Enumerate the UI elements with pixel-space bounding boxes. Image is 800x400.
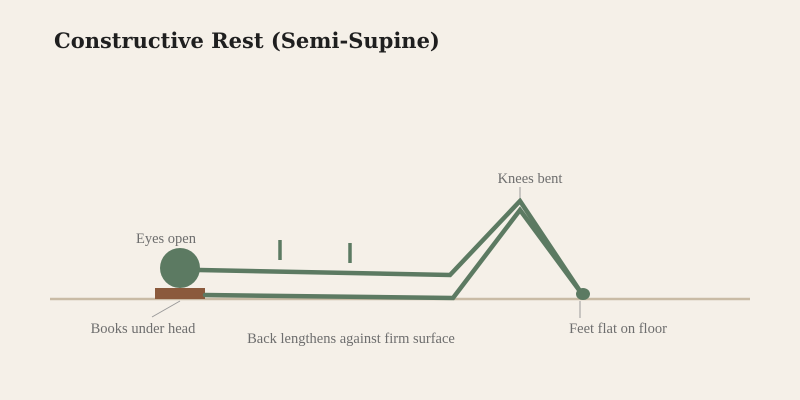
eyes-open-label: Eyes open — [136, 231, 197, 247]
books-leader-line — [151, 300, 181, 318]
knees-bent-label: Knees bent — [498, 171, 563, 187]
upper-body-line — [196, 197, 585, 297]
books-under-head-label: Books under head — [91, 321, 196, 337]
head-circle — [160, 248, 200, 288]
back-lengthens-label: Back lengthens against firm surface — [247, 331, 455, 347]
feet-flat-label: Feet flat on floor — [569, 321, 667, 337]
back-line — [202, 206, 585, 301]
foot-marker — [576, 288, 590, 300]
diagram-title: Constructive Rest (Semi-Supine) — [54, 28, 440, 53]
books-block — [155, 288, 205, 299]
